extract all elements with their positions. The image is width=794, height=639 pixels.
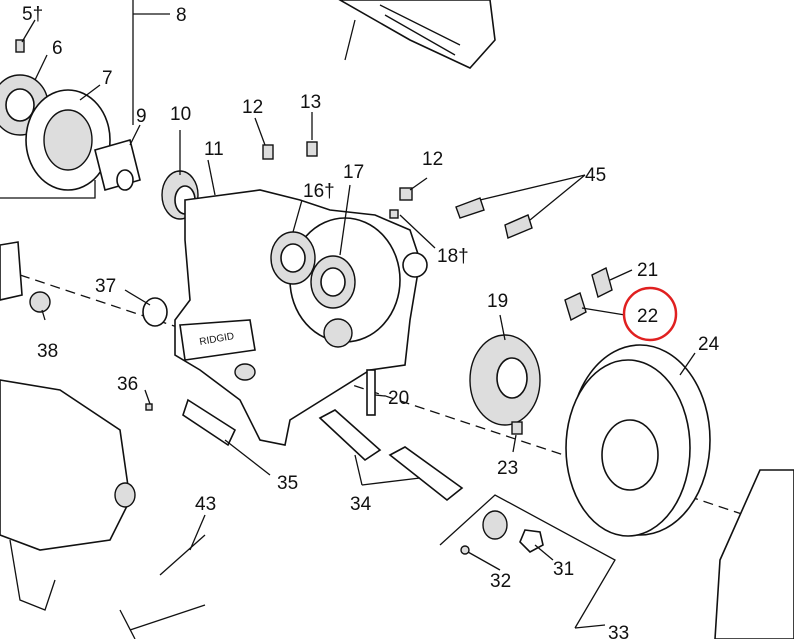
label-6: 6: [52, 38, 63, 59]
label-36: 36: [117, 374, 138, 395]
label-23: 23: [497, 458, 518, 479]
label-21: 21: [637, 260, 658, 281]
label-19: 19: [487, 291, 508, 312]
bracket-33: [439, 494, 616, 629]
label-11: 11: [204, 139, 224, 160]
label-35: 35: [277, 473, 298, 494]
chuck-19: [469, 334, 541, 426]
label-18: 18†: [437, 246, 469, 267]
label-12b: 12: [422, 149, 443, 170]
label-20: 20: [388, 388, 409, 409]
highlight-circle: [622, 286, 678, 342]
drum-24: [565, 344, 711, 537]
label-17: 17: [343, 162, 364, 183]
label-34: 34: [350, 494, 372, 515]
bearing-16: [270, 231, 316, 285]
sleeve-9: [94, 139, 141, 191]
part-23: [511, 421, 523, 435]
label-10: 10: [170, 104, 191, 125]
bushing-33: [482, 510, 508, 540]
label-37: 37: [95, 276, 116, 297]
washer-37: [142, 297, 168, 327]
label-5: 5†: [22, 4, 43, 25]
screw-20: [366, 369, 376, 416]
bushing-38: [29, 291, 51, 313]
tool-bottom: [119, 604, 206, 639]
part-18: [389, 209, 399, 219]
label-9: 9: [136, 106, 147, 127]
grease-fittings-45: [455, 197, 533, 239]
label-43: 43: [195, 494, 216, 515]
fitting-12a: [262, 144, 274, 160]
label-8: 8: [176, 5, 187, 26]
label-7: 7: [102, 68, 113, 89]
part-5: [15, 39, 25, 53]
label-22: 22: [637, 306, 658, 327]
plate-35: [182, 398, 237, 447]
label-16: 16†: [303, 181, 335, 202]
label-31: 31: [553, 559, 574, 580]
spring-21: [591, 266, 613, 299]
leader-lines: [21, 19, 696, 629]
label-38: 38: [37, 341, 58, 362]
bracket-8: [0, 0, 170, 199]
label-33: 33: [608, 623, 629, 639]
bracket-left: [0, 241, 23, 301]
pin-43: [159, 534, 206, 576]
label-12a: 12: [242, 97, 263, 118]
fitting-13: [306, 141, 318, 157]
seal-7: [25, 89, 111, 191]
label-32: 32: [490, 571, 511, 592]
pin-34a: [318, 409, 382, 462]
fitting-12b: [399, 187, 413, 201]
motor: [0, 379, 136, 611]
label-24: 24: [698, 334, 720, 355]
bearing-17: [310, 255, 356, 309]
label-13: 13: [300, 92, 321, 113]
spring-22: [564, 292, 587, 322]
part-32: [460, 545, 470, 555]
handle-part: [338, 0, 496, 69]
screw-36: [145, 403, 153, 411]
chain-part: [714, 469, 794, 639]
pin-34b: [388, 446, 464, 502]
label-45: 45: [585, 165, 606, 186]
